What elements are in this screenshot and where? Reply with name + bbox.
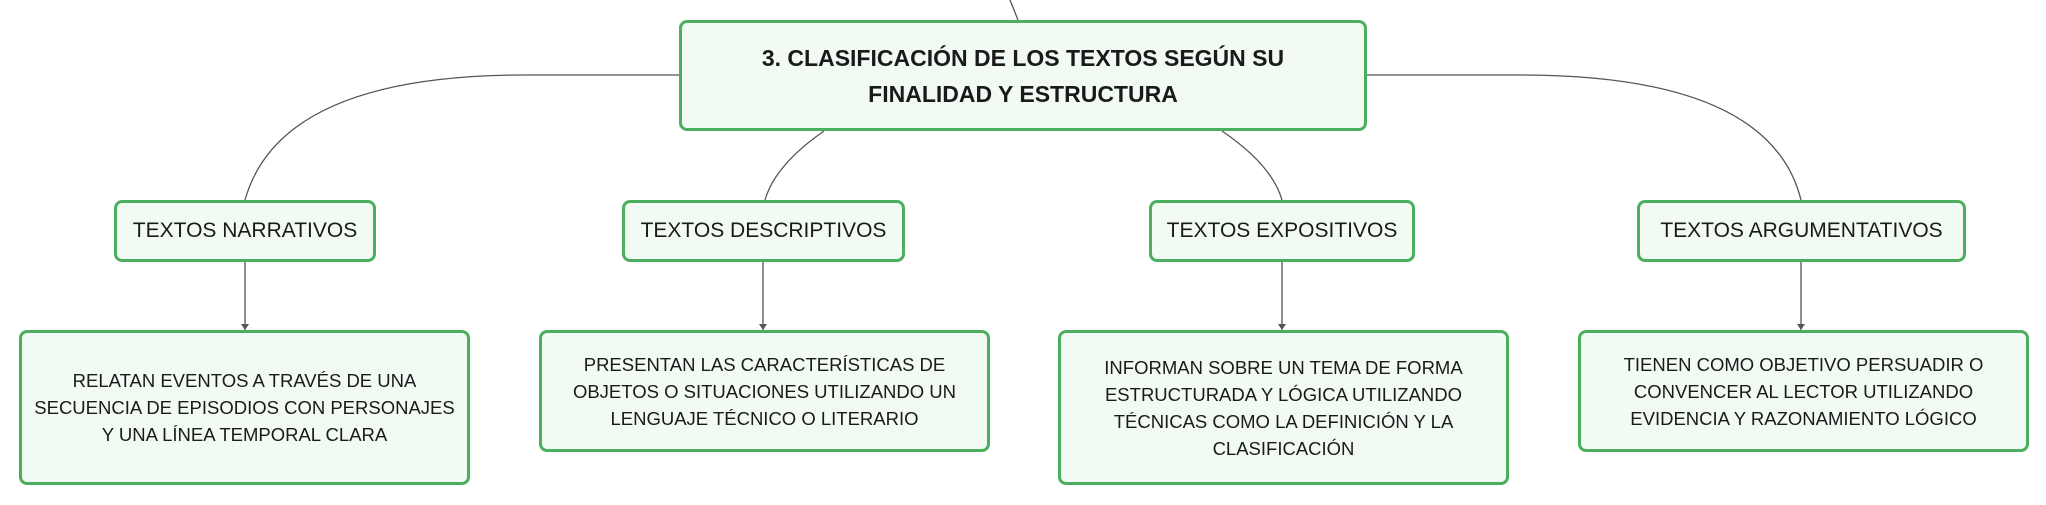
topic-node-textos-expositivos[interactable]: TEXTOS EXPOSITIVOS <box>1149 200 1415 262</box>
subtopic-node-descriptivos-description[interactable]: PRESENTAN LAS CARACTERÍSTICAS DE OBJETOS… <box>539 330 990 452</box>
subtopic-node-expositivos-description[interactable]: INFORMAN SOBRE UN TEMA DE FORMA ESTRUCTU… <box>1058 330 1509 485</box>
topic-label: TEXTOS DESCRIPTIVOS <box>640 219 887 242</box>
arrowhead-expositivos <box>1278 324 1286 330</box>
subtopic-text: INFORMAN SOBRE UN TEMA DE FORMA ESTRUCTU… <box>1104 356 1463 459</box>
root-topic-title: 3. CLASIFICACIÓN DE LOS TEXTOS SEGÚN SU … <box>761 44 1285 107</box>
subtopic-text: RELATAN EVENTOS A TRAVÉS DE UNA SECUENCI… <box>34 370 455 445</box>
topic-node-textos-argumentativos[interactable]: TEXTOS ARGUMENTATIVOS <box>1637 200 1966 262</box>
subtopic-node-narrativos-description[interactable]: RELATAN EVENTOS A TRAVÉS DE UNA SECUENCI… <box>19 330 470 485</box>
arrowhead-argumentativos <box>1797 324 1805 330</box>
subtopic-text: TIENEN COMO OBJETIVO PERSUADIR O CONVENC… <box>1623 353 1984 429</box>
topic-label: TEXTOS EXPOSITIVOS <box>1166 219 1398 242</box>
connector-root-narrativos <box>244 74 679 201</box>
connector-root-descriptivos <box>764 130 825 201</box>
topic-label: TEXTOS ARGUMENTATIVOS <box>1660 219 1943 242</box>
topic-node-textos-narrativos[interactable]: TEXTOS NARRATIVOS <box>114 200 376 262</box>
topic-node-textos-descriptivos[interactable]: TEXTOS DESCRIPTIVOS <box>622 200 905 262</box>
arrowhead-descriptivos <box>759 324 767 330</box>
subtopic-node-argumentativos-description[interactable]: TIENEN COMO OBJETIVO PERSUADIR O CONVENC… <box>1578 330 2029 452</box>
connector-root-argumentativos <box>1367 74 1802 201</box>
connector-parent-root <box>1009 0 1019 21</box>
subtopic-text: PRESENTAN LAS CARACTERÍSTICAS DE OBJETOS… <box>572 353 957 429</box>
root-topic-node[interactable]: 3. CLASIFICACIÓN DE LOS TEXTOS SEGÚN SU … <box>679 20 1367 131</box>
topic-label: TEXTOS NARRATIVOS <box>132 219 358 242</box>
arrowhead-narrativos <box>241 324 249 330</box>
connector-root-expositivos <box>1221 130 1283 201</box>
